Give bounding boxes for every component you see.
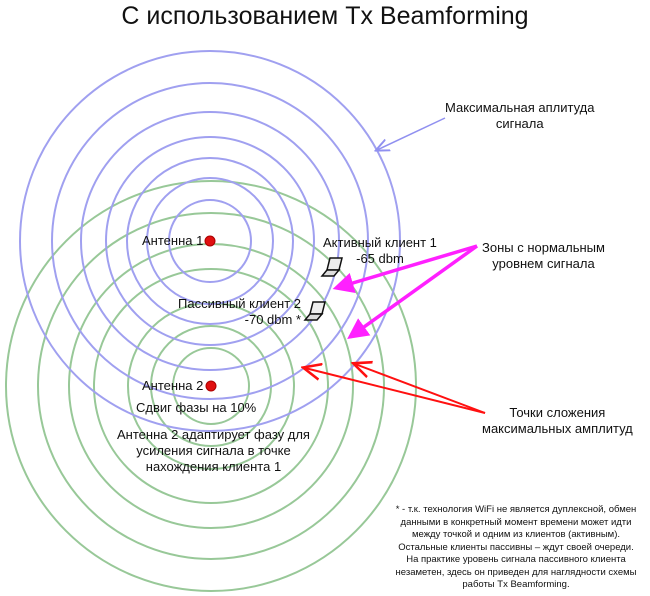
wave-ring [146, 177, 274, 305]
page-title: С использованием Tx Beamforming [121, 2, 529, 30]
antenna1-wave-rings [19, 50, 401, 432]
footnote-line: Остальные клиенты пассивны – ждут своей … [398, 541, 634, 553]
sum-point-arrow [355, 364, 486, 414]
label-line: Антенна 2 адаптирует фазу для [117, 427, 310, 442]
laptop-icon [303, 301, 326, 321]
antenna1-label: Антенна 1 [142, 233, 204, 248]
label-line: нахождения клиента 1 [145, 459, 282, 474]
laptop-icon [320, 257, 343, 277]
max-amplitude-arrow [377, 117, 446, 150]
antenna2-label: Антенна 2 [142, 378, 204, 393]
label-line: сигнала [495, 116, 544, 131]
label-line: Максимальная аплитуда [445, 100, 595, 115]
label-line: Пассивный клиент 2 [178, 296, 302, 311]
client2-label: Пассивный клиент 2-70 dbm * [178, 296, 301, 328]
label-line: Активный клиент 1 [323, 235, 437, 250]
wave-ring [93, 268, 329, 504]
phase-shift-label: Сдвиг фазы на 10% [136, 400, 257, 415]
label-line: Зоны с нормальным [482, 240, 605, 255]
wave-ring [19, 50, 401, 432]
antenna1-marker [204, 235, 216, 247]
footnote: * - т.к. технология WiFi не является дуп… [382, 504, 650, 592]
footnote-line: между точкой и одним из клиентов (активн… [411, 529, 621, 540]
wave-ring [168, 199, 252, 283]
normal-zone-arrow [347, 244, 479, 340]
label-line: уровнем сигнала [492, 256, 595, 271]
label-line: максимальных амплитуд [482, 421, 633, 436]
wave-ring [172, 347, 250, 425]
wave-ring [51, 82, 369, 400]
footnote-line: работы Tx Beamforming. [462, 579, 570, 590]
footnote-line: На практике уровень сигнала пассивного к… [406, 554, 626, 565]
client1-label: Активный клиент 1-65 dbm [323, 235, 437, 267]
antenna2-marker [205, 380, 217, 392]
label-line: усиления сигнала в точке [136, 443, 291, 458]
footnote-line: данными в конкретный момент времени може… [400, 516, 632, 528]
normal-zone-arrow [332, 244, 478, 294]
footnote-line: незаметен, здесь он приведен для наглядн… [395, 566, 637, 578]
footnote-line: * - т.к. технология WiFi не является дуп… [395, 504, 637, 515]
label-line: Точки сложения [509, 405, 606, 420]
label-line: -70 dbm * [244, 312, 302, 327]
wave-ring [37, 212, 385, 560]
wave-ring [126, 157, 294, 325]
wave-ring [105, 136, 315, 346]
label-line: -65 dbm [356, 251, 404, 266]
sum-point-arrow [305, 368, 486, 414]
wave-ring [80, 111, 340, 371]
